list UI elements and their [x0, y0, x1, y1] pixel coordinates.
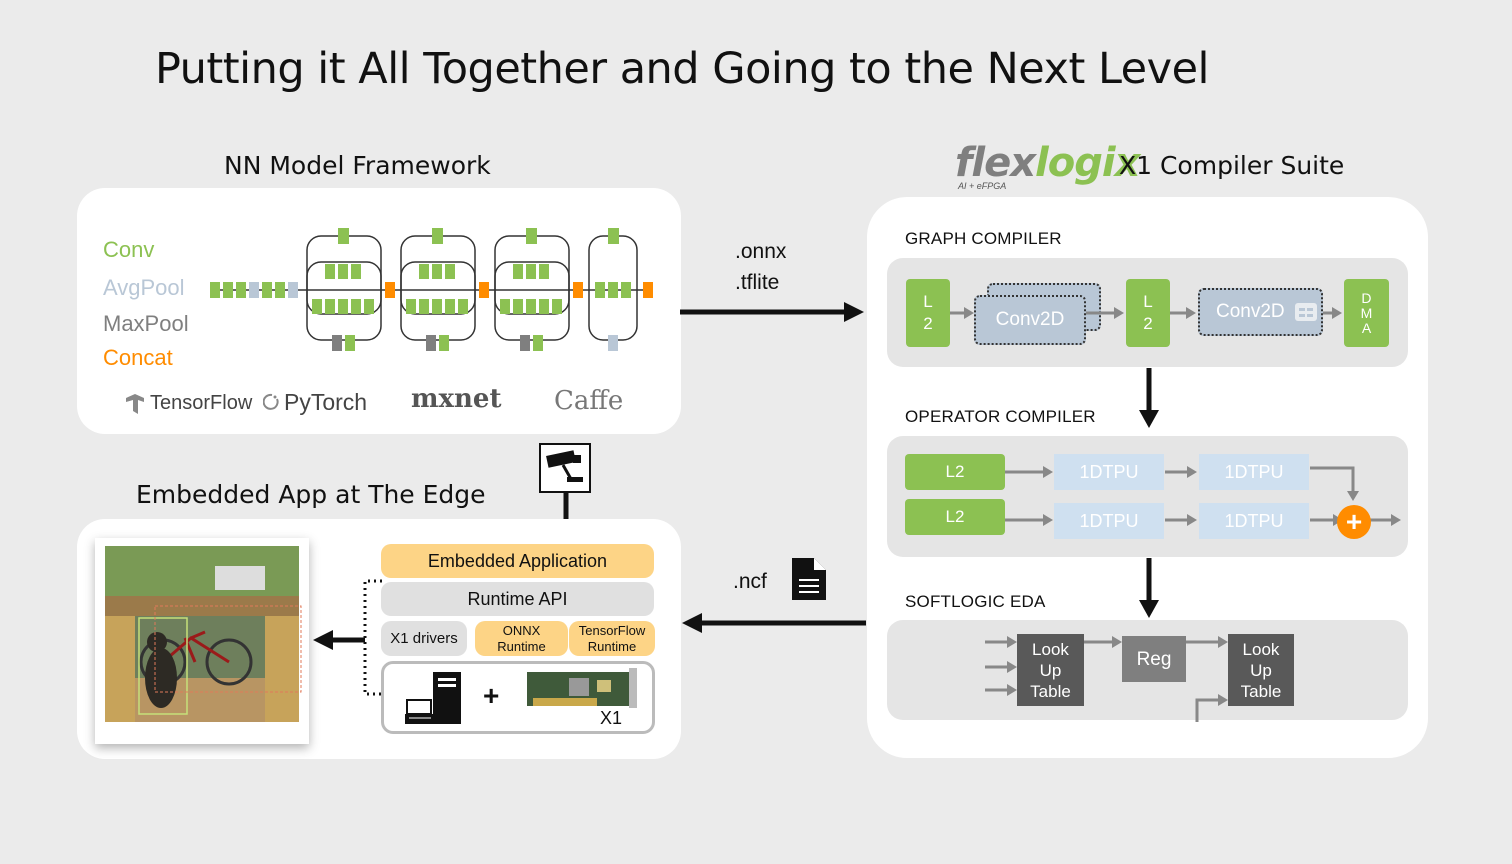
computer-icon [405, 672, 461, 724]
tflite-format-label: .tflite [735, 271, 780, 294]
register-block: Reg [1122, 636, 1186, 682]
stem-blocks [210, 282, 298, 298]
network-graph [210, 228, 653, 351]
x1-board-label: X1 [600, 708, 623, 728]
x1-board-image [527, 668, 637, 708]
dotted-connector [363, 579, 382, 696]
adder-icon: + [1337, 505, 1371, 539]
concat-block-3 [573, 282, 583, 298]
camera-icon [539, 443, 591, 493]
tensorflow-runtime-layer: TensorFlow Runtime [569, 621, 655, 656]
tpu-row2-stage1: 1DTPU [1054, 503, 1164, 539]
concat-block-2 [479, 282, 489, 298]
inception-module-1 [306, 228, 382, 351]
inception-module-2 [400, 228, 476, 351]
graph-l2-block-2: L 2 [1126, 279, 1170, 347]
nn-framework-panel [77, 188, 681, 434]
dma-block: D M A [1344, 279, 1389, 347]
tpu-row1-stage2: 1DTPU [1199, 454, 1309, 490]
operator-to-eda-arrow [1139, 558, 1159, 618]
graph-flow-arrows [950, 307, 1342, 319]
file-icon [792, 558, 826, 600]
embedded-heading: Embedded App at The Edge [136, 480, 486, 509]
mxnet-logo: mxnet [411, 384, 502, 414]
operator-flow-arrows [1005, 466, 1401, 526]
tensorflow-logo: TensorFlow [124, 392, 252, 415]
reduction-module [588, 228, 638, 351]
nn-framework-heading: NN Model Framework [224, 151, 491, 180]
pytorch-icon [263, 393, 279, 410]
app-to-photo-arrow [313, 630, 365, 650]
legend-avgpool: AvgPool [103, 275, 185, 300]
flexlogix-logo: flexlogix [955, 140, 1140, 186]
detection-photo [95, 538, 309, 744]
concat-block-1 [385, 282, 395, 298]
x1-drivers-layer: X1 drivers [381, 621, 467, 656]
tpu-row1-stage1: 1DTPU [1054, 454, 1164, 490]
embedded-application-layer: Embedded Application [381, 544, 654, 578]
compiler-suite-heading: X1 Compiler Suite [1119, 151, 1345, 180]
onnx-format-label: .onnx [735, 240, 787, 263]
operator-l2-block-2: L2 [905, 499, 1005, 535]
pytorch-logo: PyTorch [263, 389, 367, 416]
graph-compiler-label: GRAPH COMPILER [905, 229, 1062, 248]
caffe-logo: Caffe [554, 386, 624, 416]
lookup-table-1: Look Up Table [1017, 634, 1084, 706]
inception-module-3 [494, 228, 570, 351]
legend-conv: Conv [103, 237, 155, 262]
runtime-api-layer: Runtime API [381, 582, 654, 616]
conv2d-block: Conv2D [1198, 288, 1323, 336]
softlogic-eda-label: SOFTLOGIC EDA [905, 592, 1046, 611]
tpu-row2-stage2: 1DTPU [1199, 503, 1309, 539]
conv2d-stacked-block: Conv2D [974, 295, 1086, 345]
operator-compiler-label: OPERATOR COMPILER [905, 407, 1096, 426]
grid-icon [1294, 303, 1317, 321]
ncf-format-label: .ncf [733, 570, 767, 593]
operator-l2-block-1: L2 [905, 454, 1005, 490]
plus-sign: + [483, 680, 500, 711]
lookup-table-2: Look Up Table [1228, 634, 1294, 706]
legend-concat: Concat [103, 345, 173, 370]
concat-block-4 [643, 282, 653, 298]
tensorflow-icon [126, 393, 144, 414]
graph-l2-block-1: L 2 [906, 279, 950, 347]
model-to-compiler-arrow [680, 302, 864, 322]
compiler-to-app-arrow [682, 613, 866, 633]
graph-to-operator-arrow [1139, 368, 1159, 428]
legend-maxpool: MaxPool [103, 311, 189, 336]
flexlogix-tagline: AI + eFPGA [958, 181, 1007, 191]
eda-flow-arrows [985, 636, 1228, 722]
onnx-runtime-layer: ONNX Runtime [475, 621, 568, 656]
page-title: Putting it All Together and Going to the… [155, 44, 1209, 94]
